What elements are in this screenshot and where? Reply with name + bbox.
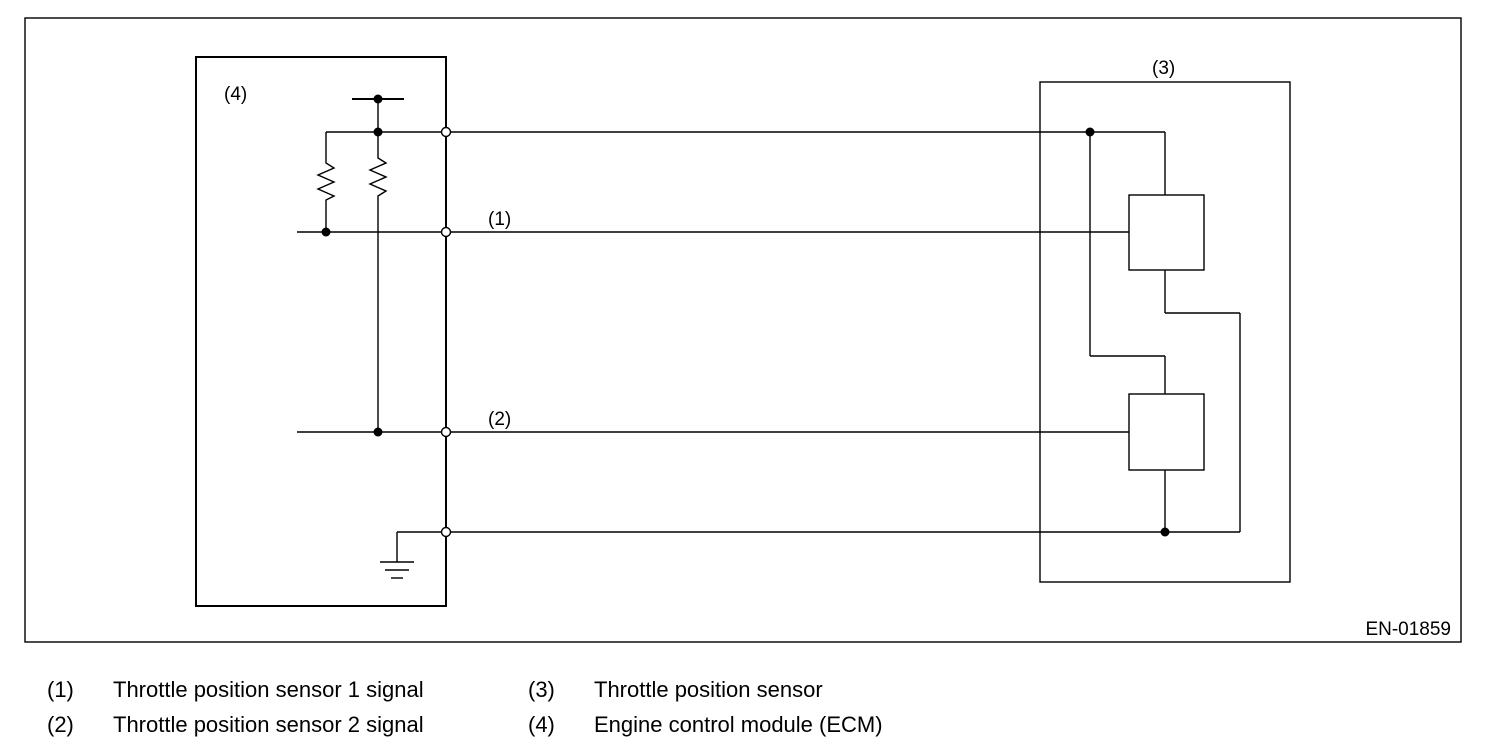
- legend-num-3: (3): [528, 677, 555, 702]
- callout-3: (3): [1152, 58, 1175, 79]
- figure-id: EN-01859: [1365, 619, 1451, 640]
- throttle-sensor-box: [1039, 81, 1291, 583]
- pullup-resistor-1: [316, 155, 336, 232]
- legend-num-2: (2): [47, 712, 74, 737]
- ecm-box: [195, 56, 447, 607]
- ground-wire: [397, 270, 1241, 537]
- callout-2: (2): [488, 409, 511, 430]
- sensor-element-1: [1128, 194, 1205, 271]
- signal-wire-1: [297, 227, 1129, 237]
- legend-text-3: Throttle position sensor: [594, 677, 823, 702]
- ecm-terminals: [440, 126, 452, 538]
- callout-1: (1): [488, 209, 511, 230]
- legend-text-2: Throttle position sensor 2 signal: [113, 712, 424, 737]
- legend-num-1: (1): [47, 677, 74, 702]
- ecm-power-supply: [352, 94, 404, 137]
- legend-text-4: Engine control module (ECM): [594, 712, 883, 737]
- ground-icon: [380, 532, 414, 579]
- callout-4: (4): [224, 84, 247, 105]
- sensor-element-2: [1128, 393, 1205, 471]
- legend-text-1: Throttle position sensor 1 signal: [113, 677, 424, 702]
- pullup-resistor-2: [368, 132, 388, 432]
- supply-wire: [325, 127, 1166, 394]
- legend-num-4: (4): [528, 712, 555, 737]
- signal-wire-2: [297, 427, 1129, 437]
- diagram-frame: [24, 17, 1462, 643]
